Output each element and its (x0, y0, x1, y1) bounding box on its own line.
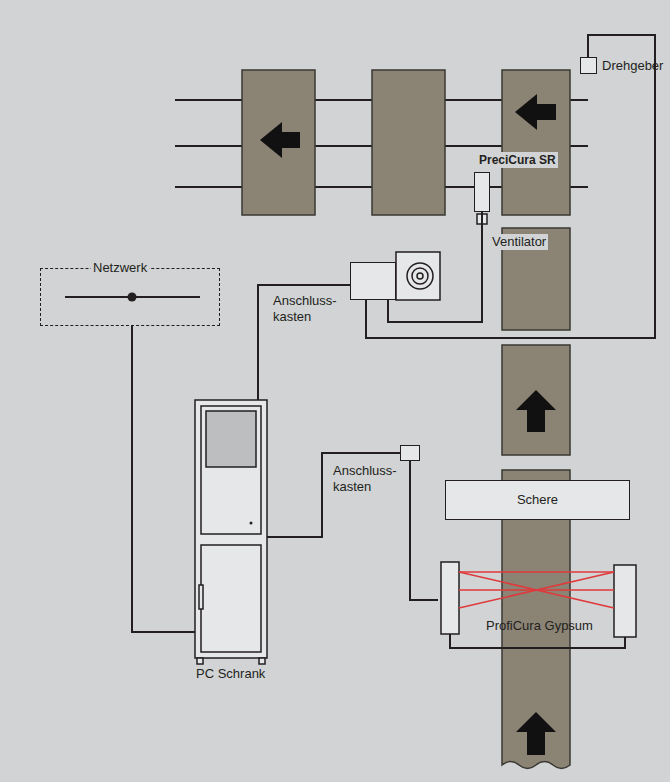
board (242, 70, 315, 215)
cable (388, 212, 482, 322)
light-curtain (441, 562, 459, 634)
encoder-box: Drehgeber (580, 57, 597, 74)
node-label: ProfiCura Gypsum (486, 618, 593, 634)
cabinet-foot (197, 658, 203, 664)
node-label: PC Schrank (196, 666, 265, 682)
shear-box: Schere (445, 480, 630, 520)
node-label: Drehgeber (602, 58, 663, 74)
node-label: PreciCura SR (477, 152, 558, 168)
network-region: Netzwerk (40, 268, 220, 326)
sensor-box: PreciCura SR (474, 172, 490, 212)
cable (366, 35, 655, 338)
fan (407, 263, 433, 289)
cabinet-door (201, 545, 261, 652)
pc-cabinet-node: PC Schrank (195, 400, 267, 662)
node-label: Netzwerk (91, 260, 149, 276)
part-label: Ventilator (490, 234, 548, 250)
light-beam (459, 589, 614, 591)
board (502, 345, 570, 455)
cabinet-led (250, 522, 253, 525)
pc-cabinet (195, 400, 267, 658)
light-beam (459, 572, 614, 608)
junction-box: Anschluss- kasten (400, 445, 420, 461)
light-beam (459, 571, 614, 573)
light-beam (459, 572, 614, 608)
fan (412, 268, 428, 284)
node-label: Anschluss- kasten (333, 463, 397, 495)
cabinet-foot (259, 658, 265, 664)
direction-arrow (516, 390, 556, 432)
cabinet-handle (199, 585, 203, 609)
junction-box: Anschluss- kasten (350, 262, 396, 300)
network-node (128, 293, 137, 302)
cabinet-screen (206, 411, 256, 467)
cabinet-door (201, 406, 261, 534)
direction-arrow (515, 94, 556, 130)
board (372, 70, 445, 215)
node-label: Anschluss- kasten (273, 293, 337, 325)
board (502, 70, 570, 215)
cable (410, 461, 438, 600)
fan-housing (396, 252, 440, 300)
node-label: Schere (517, 492, 558, 508)
direction-arrow (516, 712, 556, 755)
direction-arrow (260, 122, 300, 158)
fan (417, 273, 423, 279)
light-curtain (614, 565, 636, 637)
light-curtain-region: ProfiCura Gypsum (438, 558, 640, 640)
sensor-cable (450, 634, 625, 648)
cable (132, 326, 195, 632)
cable (258, 285, 350, 400)
cable (267, 453, 400, 537)
